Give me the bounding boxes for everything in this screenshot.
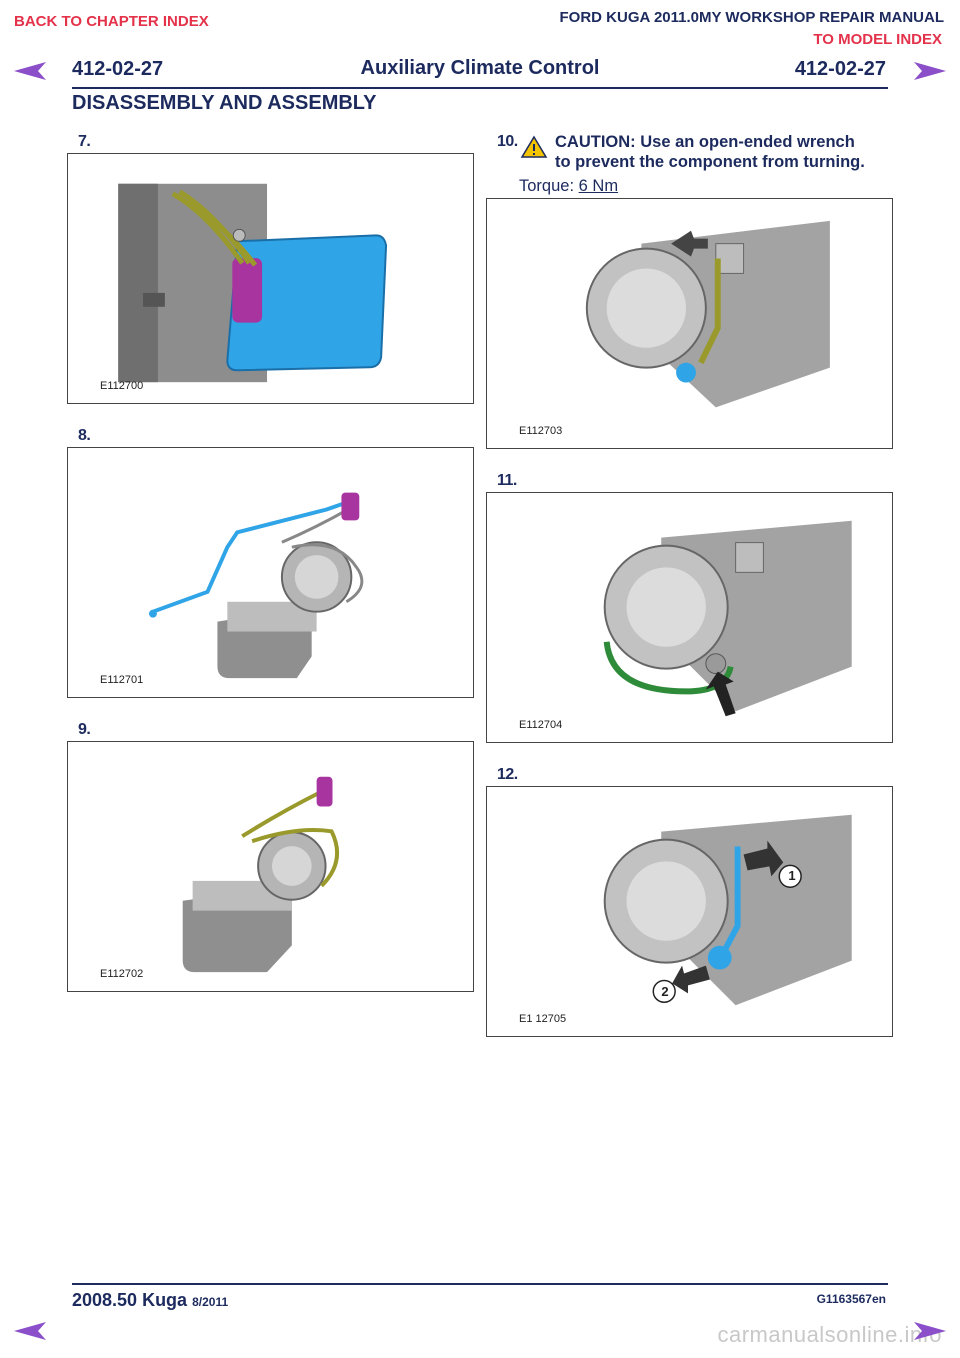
figure-label-step-7: E112700 — [100, 380, 144, 392]
figure-label-step-12: E1 12705 — [519, 1013, 567, 1025]
back-to-chapter-index-link[interactable]: BACK TO CHAPTER INDEX — [14, 13, 209, 30]
torque-value-link[interactable]: 6 Nm — [578, 177, 619, 195]
next-page-icon[interactable] — [912, 1320, 948, 1342]
section-number-right: 412-02-27 — [794, 58, 886, 80]
manual-title: FORD KUGA 2011.0MY WORKSHOP REPAIR MANUA… — [559, 9, 945, 26]
caution-triangle-icon — [520, 135, 548, 159]
callout-2: 2 — [661, 984, 669, 999]
torque-label: Torque: — [519, 177, 575, 195]
footer-date: 8/2011 — [192, 1295, 229, 1309]
caution-line-2: to prevent the component from turning. — [555, 153, 865, 171]
figure-step-7: E112700 — [67, 153, 474, 404]
step-11-number: 11. — [497, 472, 517, 489]
step-12-number: 12. — [497, 766, 518, 783]
footer-model-name: 2008.50 Kuga — [72, 1290, 188, 1310]
caution-line-1: CAUTION: Use an open-ended wrench — [555, 133, 855, 151]
figure-step-8: E112701 — [67, 447, 474, 698]
next-page-icon[interactable] — [912, 60, 948, 82]
header-rule — [72, 87, 888, 89]
previous-page-icon[interactable] — [12, 1320, 48, 1342]
torque-spec: Torque: 6 Nm — [519, 177, 618, 196]
step-10-number: 10. — [497, 133, 518, 150]
to-model-index-link[interactable]: TO MODEL INDEX — [813, 31, 942, 48]
figure-label-step-9: E112702 — [100, 968, 144, 980]
step-8-number: 8. — [78, 427, 91, 444]
callout-1: 1 — [788, 868, 796, 883]
footer-model: 2008.50 Kuga 8/2011 — [72, 1290, 228, 1311]
figure-label-step-10: E112703 — [519, 425, 563, 437]
section-number-left: 412-02-27 — [72, 58, 164, 80]
footer-code: G1163567en — [816, 1292, 886, 1306]
figure-step-11: E112704 — [486, 492, 893, 743]
figure-step-12: 1 2 E1 12705 — [486, 786, 893, 1037]
figure-label-step-8: E112701 — [100, 674, 144, 686]
section-title: Auxiliary Climate Control — [360, 57, 600, 79]
step-7-number: 7. — [78, 133, 91, 150]
watermark: carmanualsonline.info — [717, 1322, 942, 1347]
footer-rule — [72, 1283, 888, 1285]
figure-step-10: E112703 — [486, 198, 893, 449]
page-subtitle: DISASSEMBLY AND ASSEMBLY — [72, 92, 377, 114]
figure-step-9: E112702 — [67, 741, 474, 992]
previous-page-icon[interactable] — [12, 60, 48, 82]
step-9-number: 9. — [78, 721, 91, 738]
figure-label-step-11: E112704 — [519, 719, 563, 731]
